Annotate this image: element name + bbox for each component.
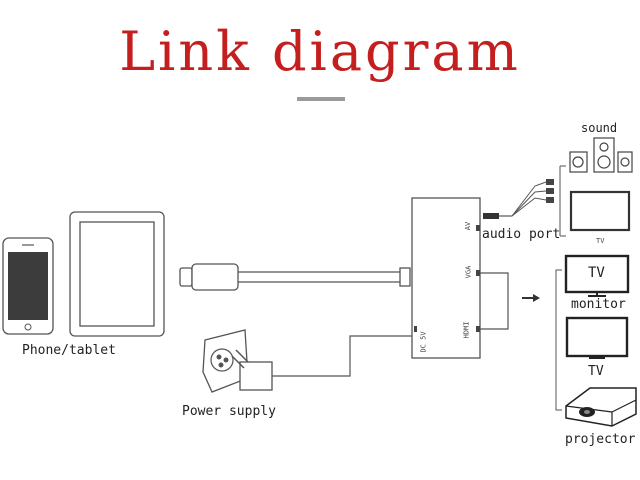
- hdmi-port-label: HDMI: [462, 321, 471, 339]
- audio-port-label: audio port: [482, 227, 561, 242]
- diagram-title: Link diagram: [119, 20, 521, 83]
- speakers-icon: [569, 137, 633, 173]
- audio-jack-icon: [483, 179, 554, 219]
- phone-icon: [2, 237, 54, 335]
- title-underline: [297, 97, 345, 101]
- power-supply-label: Power supply: [182, 404, 276, 419]
- power-plug-icon: [202, 329, 300, 393]
- phone-tablet-label: Phone/tablet: [22, 343, 116, 358]
- tv-label: TV: [588, 364, 604, 379]
- arrow-right-icon: [522, 294, 540, 302]
- monitor-icon: [564, 254, 630, 297]
- monitor-screen-text: TV: [588, 265, 605, 281]
- lightning-connector-icon: [179, 263, 411, 291]
- monitor-label: monitor: [571, 297, 626, 312]
- vga-port-label: VGA: [464, 265, 473, 279]
- tablet-icon: [69, 211, 165, 337]
- projector-label: projector: [565, 432, 636, 447]
- tv-icon: [565, 316, 629, 359]
- dc-port-label: DC 5V: [419, 331, 428, 353]
- adapter-hub-icon: [411, 197, 481, 359]
- tv-small-label: TV: [596, 237, 605, 245]
- sound-label: sound: [581, 121, 618, 135]
- projector-icon: [565, 387, 637, 427]
- tv-icon: [569, 190, 631, 232]
- av-port-label: AV: [464, 221, 473, 231]
